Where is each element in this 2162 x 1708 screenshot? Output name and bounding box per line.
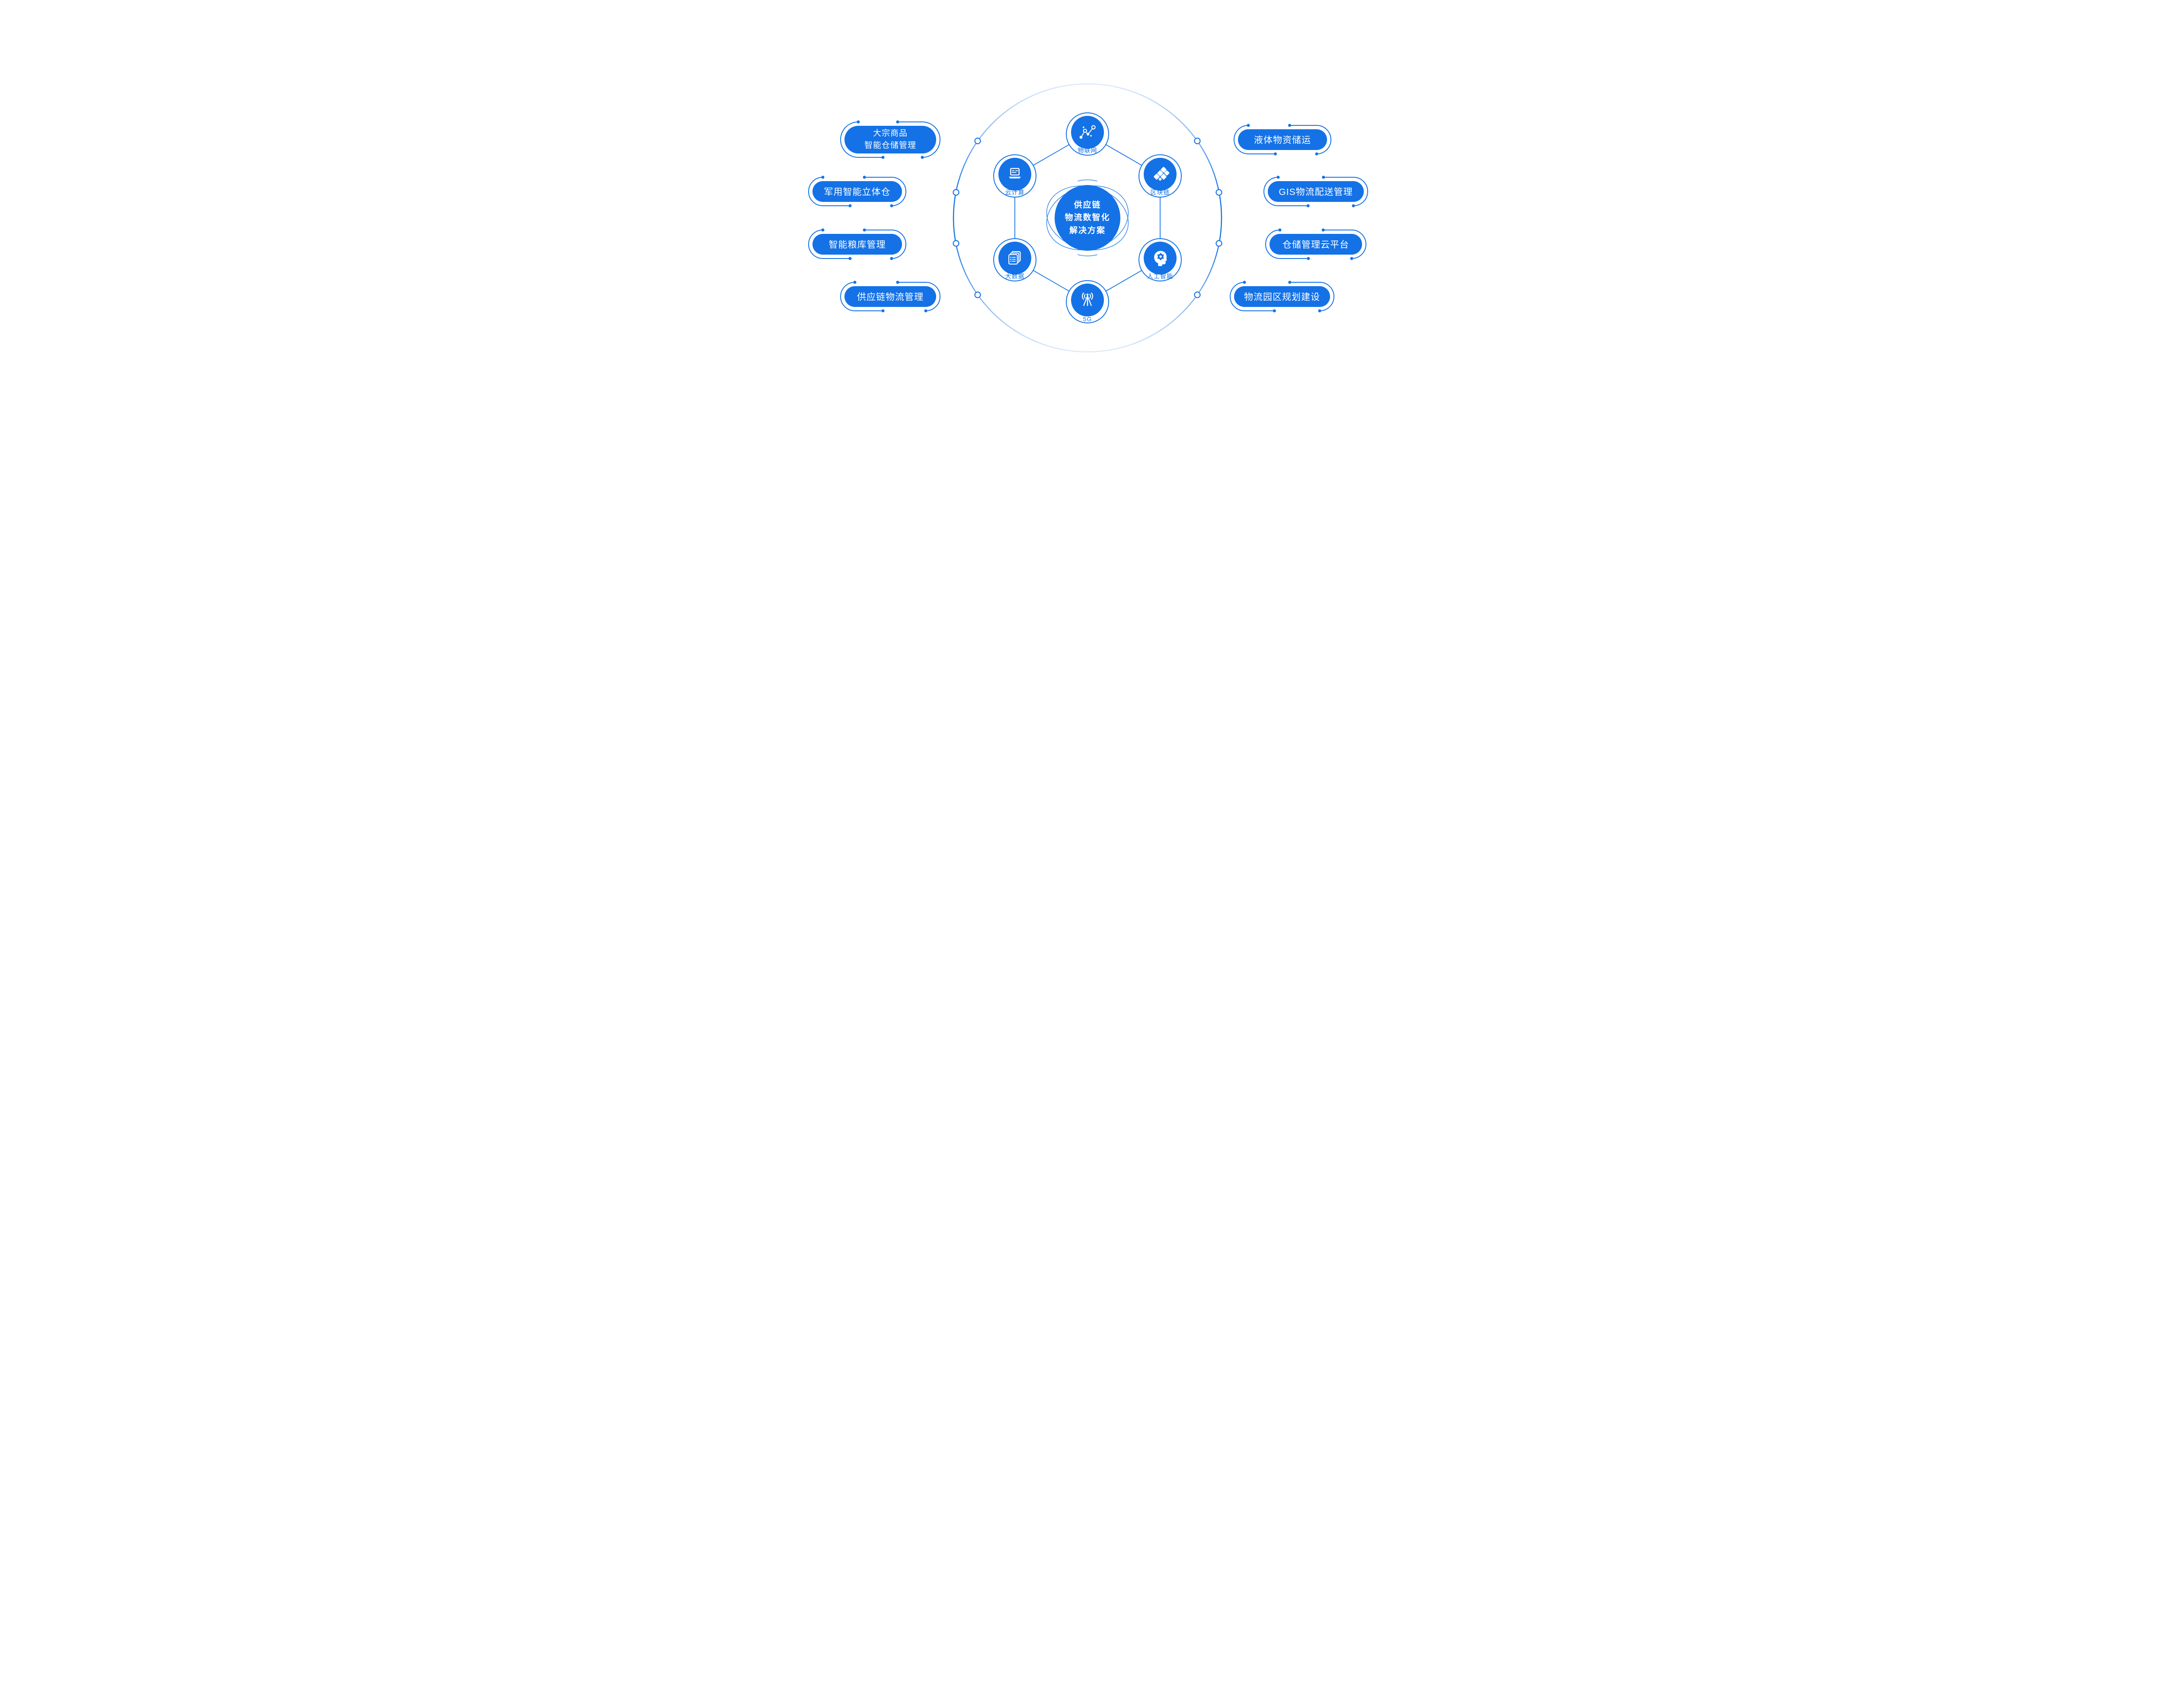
app-pill-bulk-commodity-warehousing: 大宗商品 智能仓储管理 bbox=[844, 126, 936, 153]
ai-icon-graphic bbox=[1154, 251, 1167, 266]
hub-title-line-2: 物流数智化 bbox=[1065, 213, 1110, 223]
tech-node-label: 区块链 bbox=[1150, 189, 1170, 196]
pill-label: 液体物资储运 bbox=[1254, 135, 1311, 145]
pill-label: GIS物流配送管理 bbox=[1279, 187, 1353, 197]
tech-node-label: 5G bbox=[1083, 316, 1092, 322]
pill-label: 物流园区规划建设 bbox=[1244, 292, 1320, 302]
app-pill-supply-chain-logistics: 供应链物流管理 bbox=[844, 286, 936, 307]
pill-label: 军用智能立体仓 bbox=[824, 187, 891, 197]
tech-node-blockchain: 区块链 bbox=[1139, 154, 1182, 198]
app-pill-military-smart-warehouse: 军用智能立体仓 bbox=[812, 181, 902, 202]
tech-node-label: 物联网 bbox=[1078, 147, 1097, 154]
ring-node-dot bbox=[953, 240, 959, 247]
blockchain-icon-graphic bbox=[1154, 167, 1170, 181]
ring-node-dot bbox=[1215, 240, 1222, 247]
ring-node-dot bbox=[1194, 291, 1201, 298]
bigdata-icon-graphic bbox=[1008, 251, 1021, 265]
ring-node-dot bbox=[1194, 137, 1201, 144]
pill-label: 智能粮库管理 bbox=[828, 240, 886, 250]
ai-icon bbox=[1144, 242, 1177, 275]
ring-node-dots bbox=[953, 137, 1222, 298]
hub: 供应链 物流数智化 解决方案 bbox=[1055, 185, 1120, 251]
blockchain-icon bbox=[1144, 158, 1177, 191]
iot-icon-graphic bbox=[1079, 125, 1096, 139]
ring-node-dot bbox=[974, 291, 981, 298]
ring-node-dot bbox=[1215, 189, 1222, 196]
diagram-canvas: 供应链 物流数智化 解决方案 物联网 bbox=[755, 0, 1407, 427]
ring-node-dot bbox=[953, 189, 959, 196]
iot-icon bbox=[1071, 116, 1104, 149]
pill-label: 仓储管理云平台 bbox=[1282, 240, 1349, 250]
5g-icon bbox=[1071, 284, 1104, 316]
tech-node-cloud: 云计算 bbox=[993, 154, 1036, 198]
app-pill-smart-grain-depot: 智能粮库管理 bbox=[812, 234, 902, 255]
app-pill-warehouse-cloud-platform: 仓储管理云平台 bbox=[1270, 234, 1362, 255]
tech-node-bigdata: 大数据 bbox=[993, 238, 1036, 281]
pill-label: 供应链物流管理 bbox=[857, 292, 924, 302]
app-pill-logistics-park-planning: 物流园区规划建设 bbox=[1234, 286, 1330, 307]
bigdata-icon bbox=[998, 242, 1031, 275]
app-pill-liquid-material-storage: 液体物资储运 bbox=[1238, 129, 1327, 150]
app-pill-gis-distribution: GIS物流配送管理 bbox=[1268, 181, 1364, 202]
outer-ring bbox=[953, 83, 1222, 353]
hub-title-line-1: 供应链 bbox=[1074, 200, 1101, 210]
tech-node-ai: 人工智能 bbox=[1139, 238, 1182, 281]
ring-node-dot bbox=[974, 137, 981, 144]
tech-node-label: 大数据 bbox=[1005, 273, 1025, 280]
pill-label: 大宗商品 智能仓储管理 bbox=[864, 129, 916, 150]
cloud-computing-icon-graphic bbox=[1009, 168, 1021, 179]
tech-node-iot: 物联网 bbox=[1066, 112, 1109, 156]
hub-title-line-3: 解决方案 bbox=[1069, 226, 1106, 235]
cloud-computing-icon bbox=[998, 158, 1031, 191]
tech-node-label: 人工智能 bbox=[1147, 273, 1173, 280]
tech-node-5g: 5G bbox=[1066, 280, 1109, 323]
tech-node-label: 云计算 bbox=[1005, 189, 1025, 196]
5g-icon-graphic bbox=[1082, 292, 1093, 306]
